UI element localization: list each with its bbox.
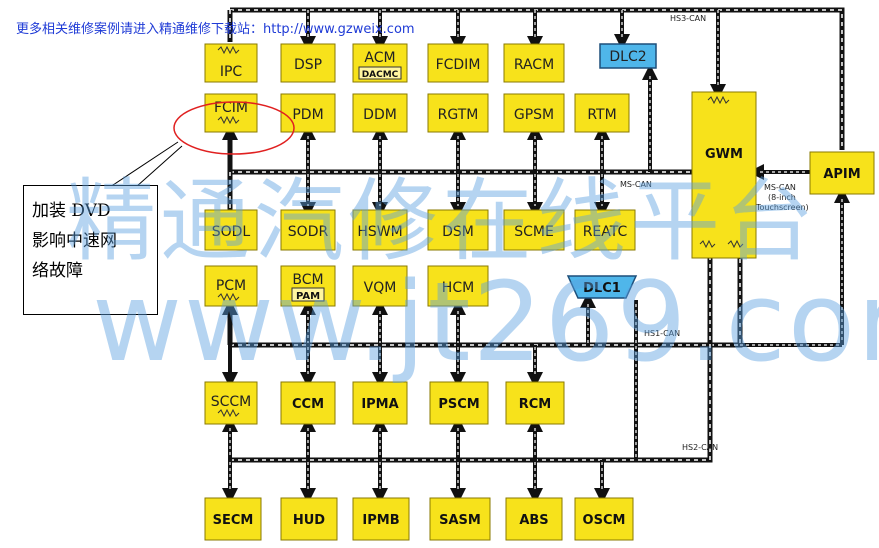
svg-text:HCM: HCM <box>442 280 474 296</box>
module-oscm: OSCM <box>574 497 634 541</box>
hs2-can-bus <box>230 258 713 463</box>
hs3-can-label: HS3-CAN <box>670 14 706 23</box>
module-rgtm: RGTM <box>427 93 489 133</box>
module-ddm: DDM <box>352 93 408 133</box>
download-site-header: 更多相关维修案例请进入精通维修下载站：http://www.gzweix.com <box>16 22 415 37</box>
module-hswm: HSWM <box>352 209 408 251</box>
svg-text:DLC1: DLC1 <box>583 281 621 296</box>
module-sccm: SCCM <box>204 381 258 425</box>
svg-text:SODR: SODR <box>288 224 329 240</box>
module-scme: SCME <box>503 209 565 251</box>
module-gwm: GWM <box>691 91 757 259</box>
svg-text:APIM: APIM <box>823 167 860 182</box>
module-gpsm: GPSM <box>503 93 565 133</box>
module-ccm: CCM <box>280 381 336 425</box>
svg-text:SECM: SECM <box>213 513 254 528</box>
svg-text:FCDIM: FCDIM <box>436 57 481 73</box>
ms-can-apim-label-2: (8-inch <box>768 193 796 202</box>
module-racm: RACM <box>503 43 565 83</box>
module-vqm: VQM <box>352 265 408 307</box>
svg-text:RTM: RTM <box>587 107 616 123</box>
module-fcim: FCIM <box>204 93 258 133</box>
ms-can-apim-label-3: Touchscreen) <box>755 203 809 212</box>
svg-text:RGTM: RGTM <box>438 107 479 123</box>
svg-text:PSCM: PSCM <box>438 397 479 412</box>
module-dlc2: DLC2 <box>599 43 657 69</box>
module-dsp: DSP <box>280 43 336 83</box>
module-sasm: SASM <box>429 497 491 541</box>
module-dsm: DSM <box>427 209 489 251</box>
fcim-highlight-circle <box>173 101 295 155</box>
svg-text:GPSM: GPSM <box>514 107 554 123</box>
svg-text:SCME: SCME <box>514 224 554 240</box>
svg-text:DDM: DDM <box>363 107 397 123</box>
svg-text:SCCM: SCCM <box>211 394 252 410</box>
module-reatc: REATC <box>574 209 636 251</box>
ms-can-apim-label-1: MS-CAN <box>764 183 796 192</box>
module-pdm: PDM <box>280 93 336 133</box>
module-ipma: IPMA <box>352 381 408 425</box>
svg-text:VQM: VQM <box>364 280 397 296</box>
module-secm: SECM <box>204 497 262 541</box>
svg-text:SODL: SODL <box>212 224 251 240</box>
svg-text:DLC2: DLC2 <box>609 49 646 65</box>
svg-text:DSM: DSM <box>442 224 474 240</box>
ms-can-label: MS-CAN <box>620 180 652 189</box>
callout-line-3: 络故障 <box>32 261 83 281</box>
hs1-can-label: HS1-CAN <box>644 329 680 338</box>
svg-text:SASM: SASM <box>439 513 481 528</box>
svg-text:HUD: HUD <box>293 513 325 528</box>
callout-line-2: 影响中速网 <box>32 231 117 251</box>
callout-line-1: 加装 DVD <box>32 201 111 221</box>
svg-text:IPMB: IPMB <box>362 513 399 528</box>
pam-label: PAM <box>296 291 320 302</box>
svg-text:GWM: GWM <box>705 147 743 162</box>
dacmc-label: DACMC <box>362 70 399 80</box>
svg-text:RACM: RACM <box>514 57 554 73</box>
callout-pointer <box>109 141 183 188</box>
svg-text:REATC: REATC <box>583 224 628 240</box>
hs2-can-label: HS2-CAN <box>682 443 718 452</box>
svg-text:OSCM: OSCM <box>583 513 626 528</box>
svg-text:RCM: RCM <box>519 397 552 412</box>
svg-text:IPC: IPC <box>220 64 243 80</box>
module-bcm: BCM PAM <box>280 265 336 307</box>
module-pcm: PCM <box>204 265 258 307</box>
module-hcm: HCM <box>427 265 489 307</box>
svg-text:PDM: PDM <box>292 107 323 123</box>
module-ipmb: IPMB <box>352 497 410 541</box>
svg-text:HSWM: HSWM <box>357 224 402 240</box>
module-dlc1: DLC1 <box>566 275 638 299</box>
svg-text:ACM: ACM <box>364 50 395 66</box>
module-sodr: SODR <box>280 209 336 251</box>
svg-text:DSP: DSP <box>294 57 322 73</box>
hs3-can-bus <box>230 7 845 150</box>
module-acm: ACM DACMC <box>352 43 408 83</box>
svg-text:IPMA: IPMA <box>361 397 398 412</box>
module-ipc: IPC <box>204 43 258 83</box>
module-pscm: PSCM <box>429 381 489 425</box>
module-rtm: RTM <box>574 93 630 133</box>
module-sodl: SODL <box>204 209 258 251</box>
module-fcdim: FCDIM <box>427 43 489 83</box>
module-apim: APIM <box>809 151 875 195</box>
svg-text:FCIM: FCIM <box>214 100 248 116</box>
module-abs: ABS <box>505 497 563 541</box>
svg-text:PCM: PCM <box>216 278 246 294</box>
module-rcm: RCM <box>505 381 565 425</box>
module-hud: HUD <box>280 497 338 541</box>
svg-text:BCM: BCM <box>292 272 323 288</box>
svg-text:CCM: CCM <box>292 397 324 412</box>
bus-stubs <box>222 10 850 504</box>
svg-text:ABS: ABS <box>519 513 548 528</box>
fault-callout-box: 加装 DVD 影响中速网 络故障 <box>23 185 158 315</box>
